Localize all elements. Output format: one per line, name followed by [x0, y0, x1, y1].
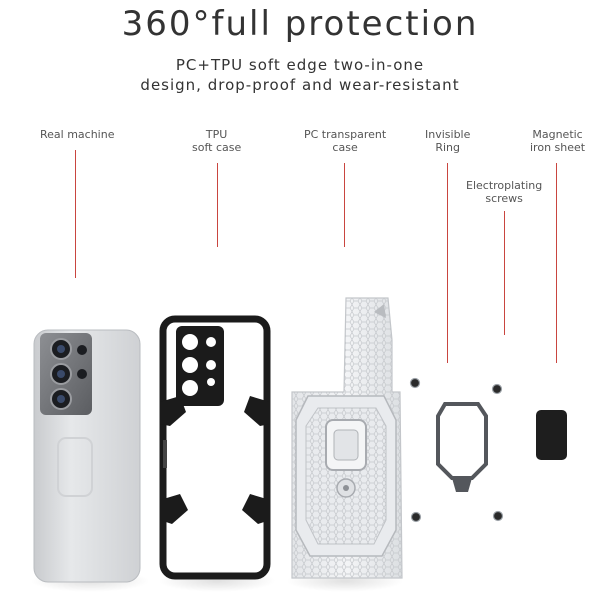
subtitle-line-1: PC+TPU soft edge two-in-one — [175, 56, 425, 74]
invisible-ring — [436, 402, 488, 492]
electroplating-screws — [409, 377, 504, 523]
leader-line-real-machine — [75, 150, 77, 278]
label-real-machine: Real machine — [40, 128, 115, 141]
leader-line-electroplating-screws — [504, 211, 506, 335]
leader-line-invisible-ring — [447, 163, 449, 363]
tpu-frame — [159, 315, 271, 580]
leader-line-magnetic-sheet — [556, 163, 558, 363]
magnetic-iron-sheet — [536, 410, 567, 460]
subtitle-line-2: design, drop-proof and wear-resistant — [140, 76, 460, 94]
pc-case — [291, 297, 403, 579]
leader-line-tpu-soft-case — [217, 163, 219, 247]
headline: 360°full protection — [121, 4, 479, 44]
leader-line-pc-case — [344, 163, 346, 247]
phone-back — [33, 329, 141, 583]
